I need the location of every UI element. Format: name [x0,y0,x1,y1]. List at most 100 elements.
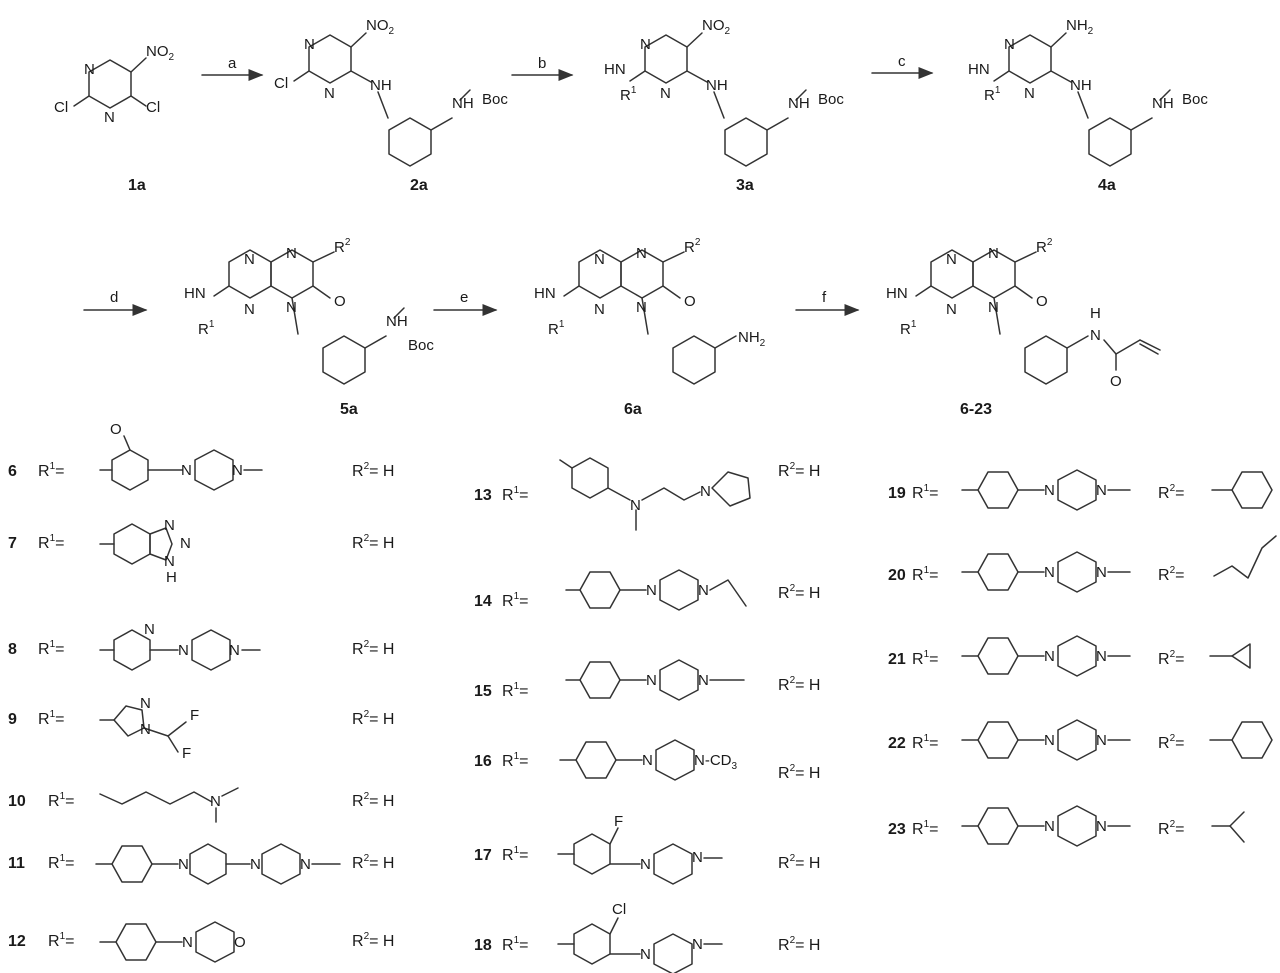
hn-label: HN [604,61,626,78]
o-label: O [334,293,346,310]
reaction-arrow-a: a [201,55,264,81]
n-label: N [164,517,175,534]
cl-label: Cl [54,99,68,116]
entry-id: 13 [474,487,492,504]
entry-id: 6 [8,463,17,480]
r2-label: R2= [1158,733,1184,752]
compound-1a: NO2 N N Cl Cl 1a [54,43,175,194]
compound-6-23: N N N N O R2 HN R1 H N O 6-23 [886,237,1161,418]
nh-label: NH [386,313,408,330]
entry-8: 8 R1= N N N R2= H [8,621,394,671]
hn-label: HN [184,285,206,302]
h-label: H [166,569,177,586]
nh-label: NH [370,77,392,94]
entry-20: 20 R1= N N R2= [888,535,1277,593]
n-label: N [988,299,999,316]
compound-label-2a: 2a [410,177,428,194]
r2-label: R2= [1158,649,1184,668]
r1-label: R1= [48,853,74,872]
r1-label: R1= [502,845,528,864]
n-label: N [1004,36,1015,53]
f-label: F [182,745,191,762]
entry-6: 6 R1= O N N R2= H [8,421,394,491]
n-label: N [300,856,311,873]
n-label: N [181,462,192,479]
n-label: N [636,299,647,316]
n-label: N [104,109,115,126]
n-label: N [229,642,240,659]
step-label-c: c [898,53,906,70]
entry-id: 16 [474,753,492,770]
n-label: N [700,483,711,500]
entry-id: 11 [8,855,25,872]
r2-label: R2 [684,237,701,256]
nh-label: NH [788,95,810,112]
r2-label: R2= H [778,583,820,602]
r2-label: R2= H [778,461,820,480]
entry-id: 12 [8,933,26,950]
r1-label: R1= [502,935,528,954]
n-label: N [594,251,605,268]
n-label: N [1096,732,1107,749]
n-label: N [178,856,189,873]
nh-label: NH [706,77,728,94]
step-label-b: b [538,55,546,72]
r2-label: R2= H [352,461,394,480]
f-label: F [190,707,199,724]
r2-label: R2= H [352,533,394,552]
r1-label: R1= [912,565,938,584]
n-label: N [1044,482,1055,499]
n-label: N [640,856,651,873]
step-label-d: d [110,289,118,306]
entry-id: 8 [8,641,17,658]
n-label: N [640,946,651,963]
r1-label: R1= [912,649,938,668]
r2-label: R2= H [352,853,394,872]
r1-label: R1 [548,319,565,338]
nh-label: NH [452,95,474,112]
n-label: N [1044,818,1055,835]
r2-label: R2= H [352,639,394,658]
r1-label: R1= [502,485,528,504]
boc-label: Boc [482,91,508,108]
n-label: N [594,301,605,318]
nh2-label: NH2 [738,329,766,349]
n-label: N [698,672,709,689]
r1-label: R1= [38,639,64,658]
compound-label-5a: 5a [340,401,358,418]
n-label: N [640,36,651,53]
entry-18: 18 R1= Cl N N R2= H [474,901,820,973]
hn-label: HN [886,285,908,302]
n-label: N [1044,648,1055,665]
reaction-arrow-c: c [871,53,934,79]
entry-id: 15 [474,683,492,700]
boc-label: Boc [818,91,844,108]
n-label: N [1096,818,1107,835]
r1-label: R1 [900,319,917,338]
n-label: N [1044,732,1055,749]
r2-label: R2= H [778,935,820,954]
entry-id: 20 [888,567,906,584]
n-label: N [324,85,335,102]
entry-9: 9 R1= N N F F R2= H [8,695,394,762]
no2-label: NO2 [146,43,175,63]
r2-label: R2= [1158,565,1184,584]
o-label: O [1036,293,1048,310]
r1-label: R1= [48,791,74,810]
r1-label: R1= [912,483,938,502]
n-label: N [698,582,709,599]
n-label: N [630,497,641,514]
r2-label: R2= H [778,853,820,872]
n-label: N [1090,327,1101,344]
n-label: N [1096,482,1107,499]
o-label: O [1110,373,1122,390]
entry-15: 15 R1= N N R2= H [474,659,820,701]
compound-3a: NO2 N N HN R1 NH NH Boc 3a [604,17,844,194]
reaction-arrow-f: f [795,289,860,316]
reaction-arrow-d: d [83,289,148,316]
hn-label: HN [534,285,556,302]
compound-2a: NO2 N N Cl NH NH Boc 2a [274,17,508,194]
r1-label: R1= [912,733,938,752]
n-label: N [250,856,261,873]
